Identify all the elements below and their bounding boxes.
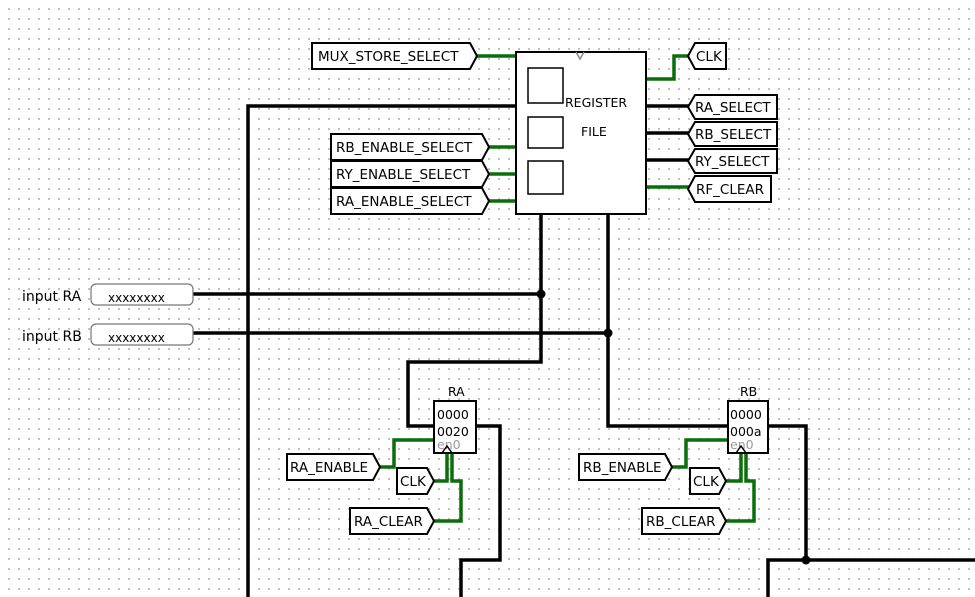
register-rb-value-2: 000a [730,424,762,439]
tunnel-label: CLK [400,474,427,490]
register-file-slot-2 [527,116,564,149]
register-rb-name: RB [740,384,757,399]
tunnel-mux-store-select[interactable]: MUX_STORE_SELECT [311,42,479,70]
register-ra[interactable]: RA 0000 0020 en0 [433,384,477,454]
tunnel-ra-enable[interactable]: RA_ENABLE [286,453,382,481]
input-rb-value: xxxxxxxx [108,331,165,345]
tunnel-label: RY_SELECT [695,154,770,170]
tunnel-ra-enable-select[interactable]: RA_ENABLE_SELECT [330,187,491,215]
wire-junctions [536,289,811,565]
tunnel-label: RY_ENABLE_SELECT [336,167,471,183]
input-rb-label: input RB [22,329,82,345]
tunnel-label: RA_ENABLE [290,460,368,476]
input-rb[interactable]: input RB xxxxxxxx [22,323,194,346]
tunnel-rf-clear[interactable]: RF_CLEAR [686,175,772,203]
tunnel-label: RB_ENABLE [583,460,662,476]
tunnel-rb-enable-select[interactable]: RB_ENABLE_SELECT [330,133,491,161]
tunnel-label: RA_CLEAR [354,514,423,530]
tunnel-ra-select[interactable]: RA_SELECT [686,94,778,120]
tunnel-label: MUX_STORE_SELECT [318,49,459,65]
tunnel-label: RA_SELECT [695,100,771,116]
tunnel-label: RB_SELECT [695,127,772,143]
input-ra-field[interactable] [90,283,194,306]
register-ra-value-1: 0000 [437,407,469,422]
tunnel-ry-enable-select[interactable]: RY_ENABLE_SELECT [330,160,491,188]
register-ra-enable-label: en0 [437,437,461,452]
tunnel-rb-clear[interactable]: RB_CLEAR [641,507,728,535]
register-file-label-1: REGISTER [565,95,627,110]
tunnel-ra-clear[interactable]: RA_CLEAR [349,507,436,535]
register-rb[interactable]: RB 0000 000a en0 [727,384,769,454]
tunnel-label: CLK [696,49,723,65]
data-wires [191,104,975,597]
input-rb-field[interactable] [90,323,194,346]
register-file-slot-3 [527,160,564,195]
register-file[interactable]: REGISTER FILE [515,51,647,215]
register-rb-enable-label: en0 [730,437,754,452]
register-rb-value-1: 0000 [730,407,762,422]
clock-triangle-icon [441,444,453,454]
clock-triangle-icon [735,444,747,454]
tunnel-rb-select[interactable]: RB_SELECT [686,121,778,147]
tunnel-label: RA_ENABLE_SELECT [336,194,472,210]
tunnel-rb-enable[interactable]: RB_ENABLE [578,453,674,481]
tunnel-label: RF_CLEAR [696,182,764,198]
register-file-slot-1 [527,67,564,104]
clock-triangle-icon [575,51,585,61]
register-ra-name: RA [448,384,465,399]
tunnel-ry-select[interactable]: RY_SELECT [686,148,778,174]
input-ra[interactable]: input RA xxxxxxxx [22,283,194,306]
input-ra-value: xxxxxxxx [108,291,165,305]
tunnel-clk-top[interactable]: CLK [686,42,727,70]
tunnel-label: CLK [693,474,720,490]
tunnel-label: RB_ENABLE_SELECT [336,140,473,156]
tunnel-rb-clk[interactable]: CLK [689,467,728,495]
register-ra-value-2: 0020 [437,424,469,439]
tunnel-label: RB_CLEAR [646,514,715,530]
tunnel-ra-clk[interactable]: CLK [396,467,436,495]
register-file-label-2: FILE [581,124,607,139]
input-ra-label: input RA [22,289,82,305]
